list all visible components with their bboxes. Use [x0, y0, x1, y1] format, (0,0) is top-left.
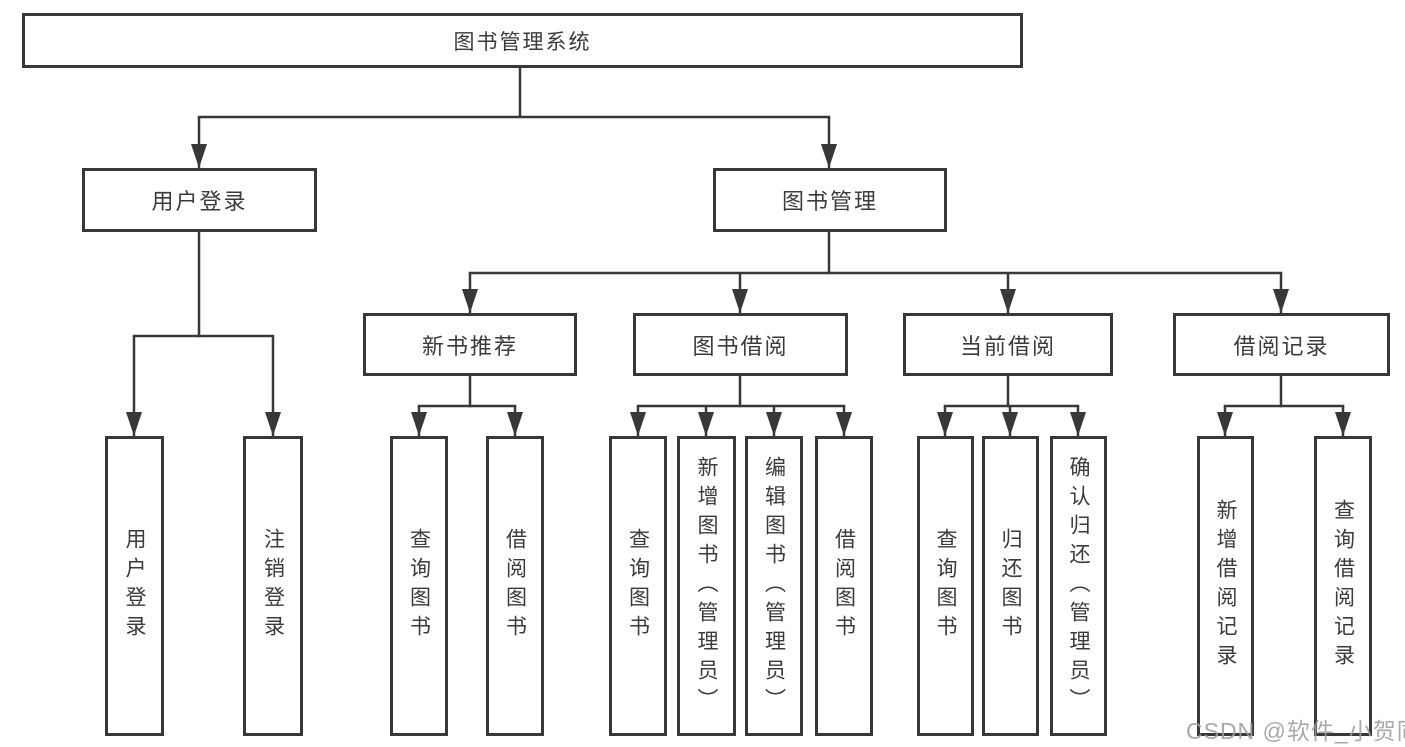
csdn-watermark: CSDN @软件_小贺同学: [1186, 718, 1405, 744]
leaf-query-books-borrow: 查询图书: [609, 436, 667, 736]
leaf-return-book-label: 归还图书: [999, 528, 1022, 644]
leaf-borrow-books-recommend-label: 借阅图书: [503, 528, 527, 644]
leaf-user-login-label: 用户登录: [123, 528, 146, 644]
leaf-user-login: 用户登录: [105, 436, 164, 736]
leaf-add-borrow-record-label: 新增借阅记录: [1214, 499, 1237, 673]
leaf-query-borrow-record-label: 查询借阅记录: [1331, 499, 1355, 673]
leaf-add-book-admin: 新增图书（管理员）: [677, 436, 736, 736]
leaf-query-books-current: 查询图书: [917, 436, 974, 736]
leaf-borrow-books-borrow-label: 借阅图书: [832, 528, 856, 644]
leaf-query-books-current-label: 查询图书: [934, 528, 957, 644]
leaf-logout: 注销登录: [243, 436, 303, 736]
leaf-borrow-books-borrow: 借阅图书: [815, 436, 873, 736]
leaf-return-book: 归还图书: [982, 436, 1039, 736]
leaf-borrow-books-recommend: 借阅图书: [486, 436, 544, 736]
leaf-edit-book-admin: 编辑图书（管理员）: [745, 436, 803, 736]
leaf-confirm-return-admin-label: 确认归还（管理员）: [1067, 455, 1090, 717]
leaf-add-book-admin-label: 新增图书（管理员）: [695, 455, 718, 717]
node-library-management-system: 图书管理系统: [22, 13, 1023, 68]
node-book-management: 图书管理: [713, 168, 947, 232]
node-borrow-records: 借阅记录: [1173, 313, 1390, 376]
leaf-query-books-recommend: 查询图书: [390, 436, 448, 736]
leaf-query-books-borrow-label: 查询图书: [626, 528, 650, 644]
node-new-book-recommend: 新书推荐: [363, 313, 577, 376]
leaf-confirm-return-admin: 确认归还（管理员）: [1050, 436, 1107, 736]
node-book-borrow: 图书借阅: [633, 313, 848, 376]
leaf-edit-book-admin-label: 编辑图书（管理员）: [762, 455, 786, 717]
leaf-logout-label: 注销登录: [261, 528, 285, 644]
leaf-query-books-recommend-label: 查询图书: [407, 528, 431, 644]
node-current-borrow: 当前借阅: [903, 313, 1113, 376]
leaf-add-borrow-record: 新增借阅记录: [1197, 436, 1254, 736]
node-user-login: 用户登录: [82, 168, 317, 232]
leaf-query-borrow-record: 查询借阅记录: [1314, 436, 1372, 736]
